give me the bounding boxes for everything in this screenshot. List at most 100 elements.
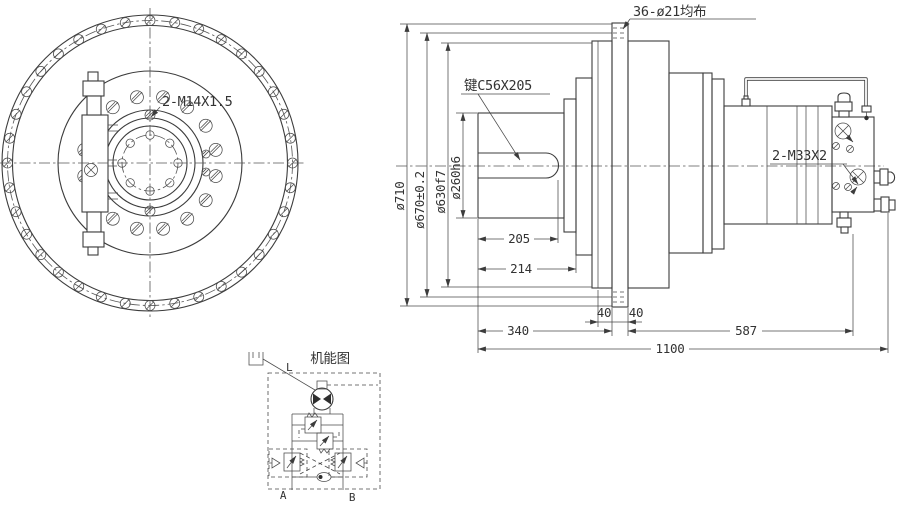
pilot-plate — [575, 77, 593, 256]
thread-mark — [269, 229, 278, 239]
dim-total-length: 1100 — [656, 341, 685, 356]
thread-mark — [210, 144, 222, 156]
pipe-fitting-tip — [743, 95, 749, 100]
thread-mark — [157, 223, 169, 235]
flange-bolt-hole — [268, 86, 279, 98]
thread-mark — [11, 109, 21, 119]
thread-mark — [216, 35, 226, 44]
flange-bolt-hole — [119, 297, 131, 309]
cover-bolt-hole — [130, 90, 144, 105]
flange-bolt-hole — [10, 108, 22, 120]
thread-mark — [237, 49, 246, 59]
flange-bolt-hole — [53, 48, 64, 60]
thread-mark — [120, 18, 130, 27]
bottom-fitting-hex — [836, 217, 852, 228]
side-fitting-2-cap — [888, 199, 896, 211]
cover-bolt-hole — [156, 90, 170, 105]
port-valve-block — [831, 116, 875, 213]
flange-bolt-hole — [284, 182, 296, 194]
flange-bolt-hole — [215, 281, 227, 292]
bottom-fitting-cap — [87, 246, 99, 256]
front-housing — [591, 40, 613, 289]
hatch-mark — [107, 101, 116, 110]
thread-mark — [96, 24, 106, 34]
valve-2-pilot — [333, 429, 340, 438]
adapter-ring-2 — [711, 78, 725, 250]
keyway-slot — [478, 152, 560, 179]
flange-bolt-hole — [253, 66, 265, 77]
relief-assembly-left-box — [268, 448, 308, 478]
dim-front-length: 340 — [507, 323, 529, 338]
thread-mark — [202, 168, 210, 176]
valve-2-spring — [318, 448, 331, 454]
side-port-hole — [201, 149, 211, 159]
flange-bolt-hole — [21, 86, 32, 98]
thread-mark — [36, 250, 46, 259]
flange-bolt-hole — [278, 108, 290, 120]
flange-bolt-hole — [35, 66, 47, 77]
valve-block-body — [81, 114, 109, 213]
pilot-cross-2 — [299, 452, 341, 475]
label-key-leader: 键C56X205 — [461, 78, 550, 161]
motor-triangle-left — [313, 393, 321, 405]
thread-mark — [286, 183, 295, 193]
port-circle-1 — [834, 122, 852, 140]
thread-mark — [833, 143, 839, 149]
thread-mark — [11, 207, 21, 217]
thread-mark — [181, 213, 193, 225]
cover-bolt-hole — [198, 118, 213, 133]
thread-mark — [286, 133, 295, 143]
thread-mark — [194, 24, 204, 34]
check-valve-right — [355, 457, 365, 469]
relief-left-spring — [299, 457, 305, 467]
thread-mark — [210, 170, 222, 182]
leader-line — [150, 106, 161, 118]
mounting-flange — [611, 22, 629, 308]
thread-mark — [833, 183, 839, 189]
motor-body — [723, 105, 833, 225]
side-fitting-2-hex — [880, 196, 890, 213]
shuttle-ball — [318, 475, 323, 479]
flange-bolt-hole — [35, 249, 47, 260]
valve-1-spring — [306, 412, 319, 418]
bottom-fitting-base — [840, 226, 849, 234]
pipe-plug — [861, 105, 872, 113]
thread-mark — [54, 267, 63, 277]
cover-bolt-hole — [105, 211, 120, 226]
port-l-label: L — [286, 361, 293, 374]
check-valve-left — [271, 457, 281, 469]
flange-bolt-hole — [95, 23, 107, 35]
hatch-mark — [181, 101, 190, 110]
flange-bolt-hole — [268, 228, 279, 240]
flange-bolt-hole — [10, 206, 22, 218]
bottom-fitting-tip — [839, 211, 849, 219]
thread-mark — [54, 49, 63, 59]
thread-mark — [216, 282, 226, 291]
thread-mark — [5, 133, 14, 143]
hatch-mark — [200, 120, 209, 129]
thread-mark — [5, 183, 14, 193]
flange-bolt-hole — [284, 132, 296, 144]
flange-bolt-hole — [21, 228, 32, 240]
hydraulic-schematic: 机能图 L — [248, 351, 381, 504]
flange-bolt-hole — [119, 17, 131, 29]
output-shaft — [477, 112, 565, 219]
cap-nut — [837, 92, 851, 103]
relief-left-arrow — [286, 455, 297, 469]
thread-mark — [254, 67, 264, 76]
valve-1-arrow — [307, 419, 318, 431]
thread-mark — [107, 101, 119, 113]
hydraulic-motor-symbol — [310, 387, 334, 411]
thread-mark — [279, 109, 289, 119]
thread-mark — [847, 146, 853, 152]
bracket-symbol — [248, 352, 264, 366]
thread-mark — [170, 18, 180, 27]
block-port-circle — [84, 163, 98, 177]
side-port-hole — [201, 167, 211, 177]
flange-bolt-hole — [95, 291, 107, 303]
thread-mark — [170, 299, 180, 308]
port-b-label: B — [349, 491, 356, 504]
side-fitting-1-hex — [879, 168, 889, 186]
cap-nut-hex — [834, 101, 853, 112]
